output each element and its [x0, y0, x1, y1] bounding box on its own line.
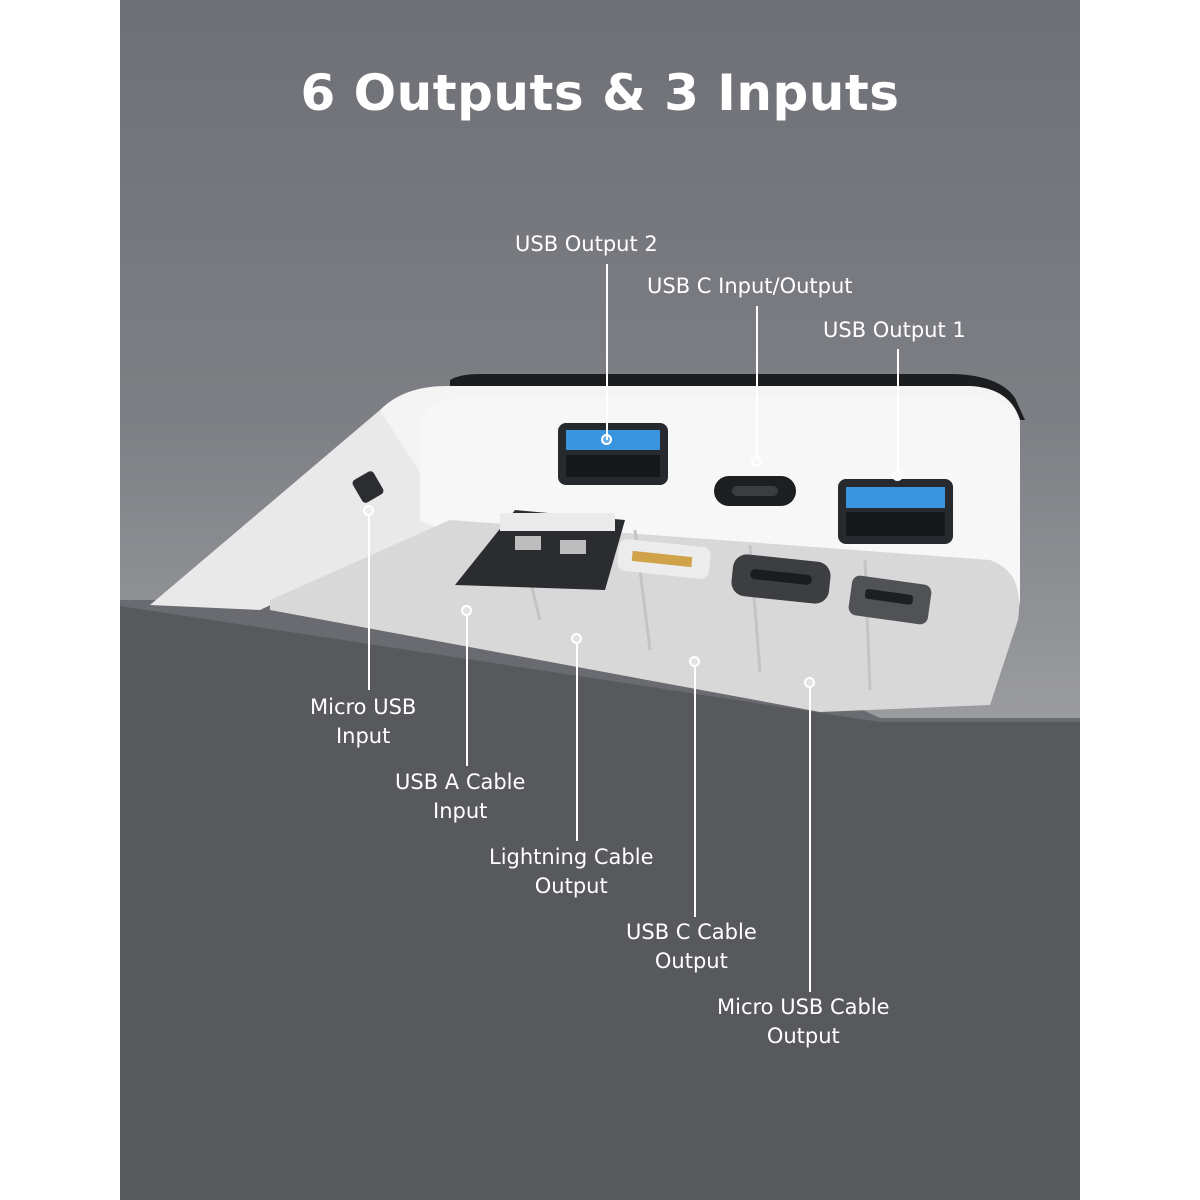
label-usb-a-cable-input: USB A Cable Input — [395, 770, 526, 823]
label-micro-usb-cable-output: Micro USB Cable Output — [717, 995, 890, 1048]
leader-line-usb-output-1 — [897, 349, 899, 473]
label-usb-c-input-output: USB C Input/Output — [647, 274, 853, 298]
usb-output-1-port — [838, 479, 953, 544]
leader-line-usb-a-cable — [466, 614, 468, 766]
product-scene — [120, 374, 1080, 1200]
usb-output-2-port — [558, 423, 668, 485]
callout-dot-usb-output-1 — [892, 470, 903, 481]
page-title: 6 Outputs & 3 Inputs — [300, 64, 900, 122]
label-micro-usb-input: Micro USB Input — [310, 695, 417, 748]
leader-line-micro-usb-input — [368, 514, 370, 690]
lightning-cable-connector — [617, 539, 711, 579]
product-image-panel: 6 Outputs & 3 Inputs USB Output 2 USB C … — [120, 0, 1080, 1200]
leader-line-usb-output-2 — [606, 264, 608, 440]
leader-line-micro-usb-cable — [809, 687, 811, 992]
callout-dot-usb-output-2 — [601, 434, 612, 445]
label-usb-c-cable-output: USB C Cable Output — [626, 920, 757, 973]
label-usb-output-1: USB Output 1 — [823, 318, 966, 342]
micro-usb-input-port — [352, 471, 384, 503]
micro-usb-cable-connector — [848, 575, 932, 625]
label-usb-output-2: USB Output 2 — [515, 232, 658, 256]
usb-c-port — [714, 476, 796, 506]
label-lightning-cable-output: Lightning Cable Output — [489, 845, 654, 898]
leader-line-usb-c-cable — [694, 665, 696, 917]
usb-c-cable-connector — [731, 554, 831, 604]
leader-line-lightning-cable — [576, 643, 578, 841]
leader-line-usb-c — [756, 306, 758, 458]
table-surface — [120, 605, 1080, 1200]
usb-a-cable-connector — [455, 510, 625, 590]
callout-dot-usb-c — [751, 456, 762, 467]
